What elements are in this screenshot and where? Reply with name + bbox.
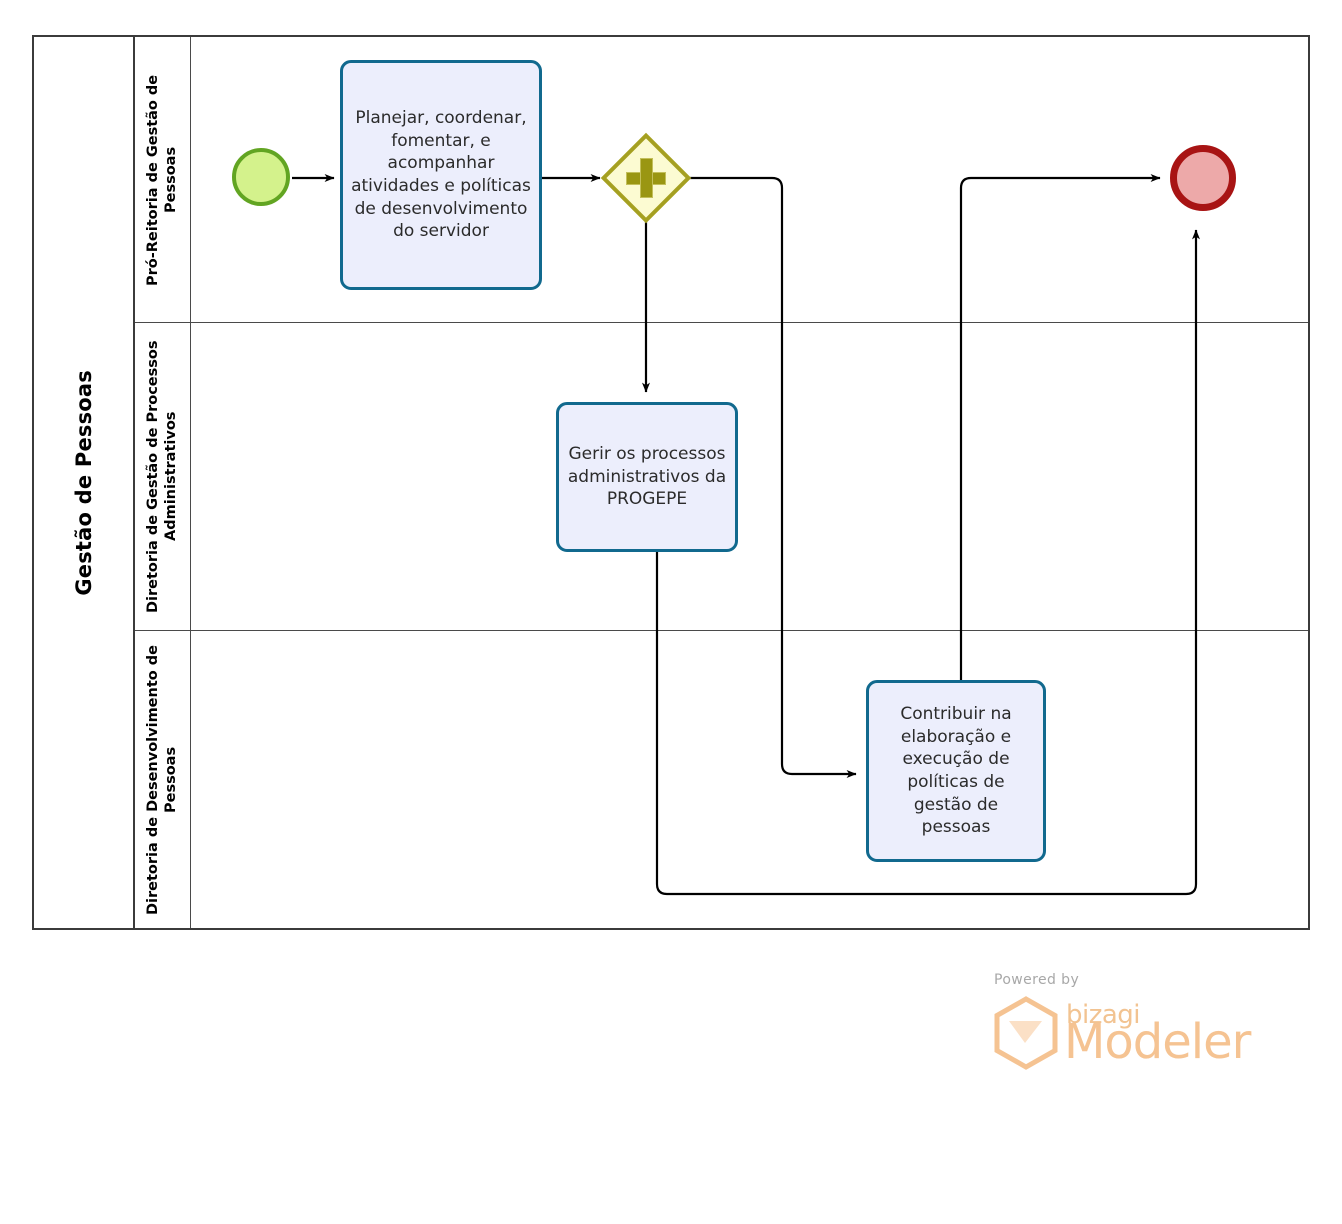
lane-header-diretoria-desenvolvimento: Diretoria de Desenvolvimento de Pessoas (135, 631, 191, 928)
lane-label-diretoria-processos: Diretoria de Gestão de Processos Adminis… (145, 340, 180, 613)
watermark-powered-by-label: Powered by (994, 972, 1080, 988)
lane-header-pro-reitoria: Pró-Reitoria de Gestão de Pessoas (135, 37, 191, 322)
start-event[interactable] (232, 148, 290, 206)
bizagi-hexagon-icon (994, 996, 1058, 1070)
task-planejar[interactable]: Planejar, coordenar, fomentar, e acompan… (340, 60, 542, 290)
task-contribuir[interactable]: Contribuir na elaboração e execução de p… (866, 680, 1046, 862)
bizagi-watermark: Powered by bizagi Modeler (970, 972, 1260, 1082)
watermark-brand-label: bizagi (1066, 1000, 1141, 1030)
lane-label-pro-reitoria: Pró-Reitoria de Gestão de Pessoas (145, 73, 180, 286)
end-event[interactable] (1170, 145, 1236, 211)
watermark-product-label: Modeler (1064, 1014, 1251, 1070)
task-gerir[interactable]: Gerir os processos administrativos da PR… (556, 402, 738, 552)
plus-icon-vertical (640, 158, 653, 198)
pool-header: Gestão de Pessoas (34, 37, 135, 928)
lane-pro-reitoria[interactable]: Pró-Reitoria de Gestão de Pessoas (135, 37, 1308, 322)
lane-header-diretoria-processos: Diretoria de Gestão de Processos Adminis… (135, 323, 191, 630)
lane-label-diretoria-desenvolvimento: Diretoria de Desenvolvimento de Pessoas (145, 644, 180, 915)
parallel-gateway[interactable] (600, 132, 692, 224)
lane-diretoria-desenvolvimento[interactable]: Diretoria de Desenvolvimento de Pessoas (135, 630, 1308, 928)
pool-title: Gestão de Pessoas (71, 369, 96, 596)
